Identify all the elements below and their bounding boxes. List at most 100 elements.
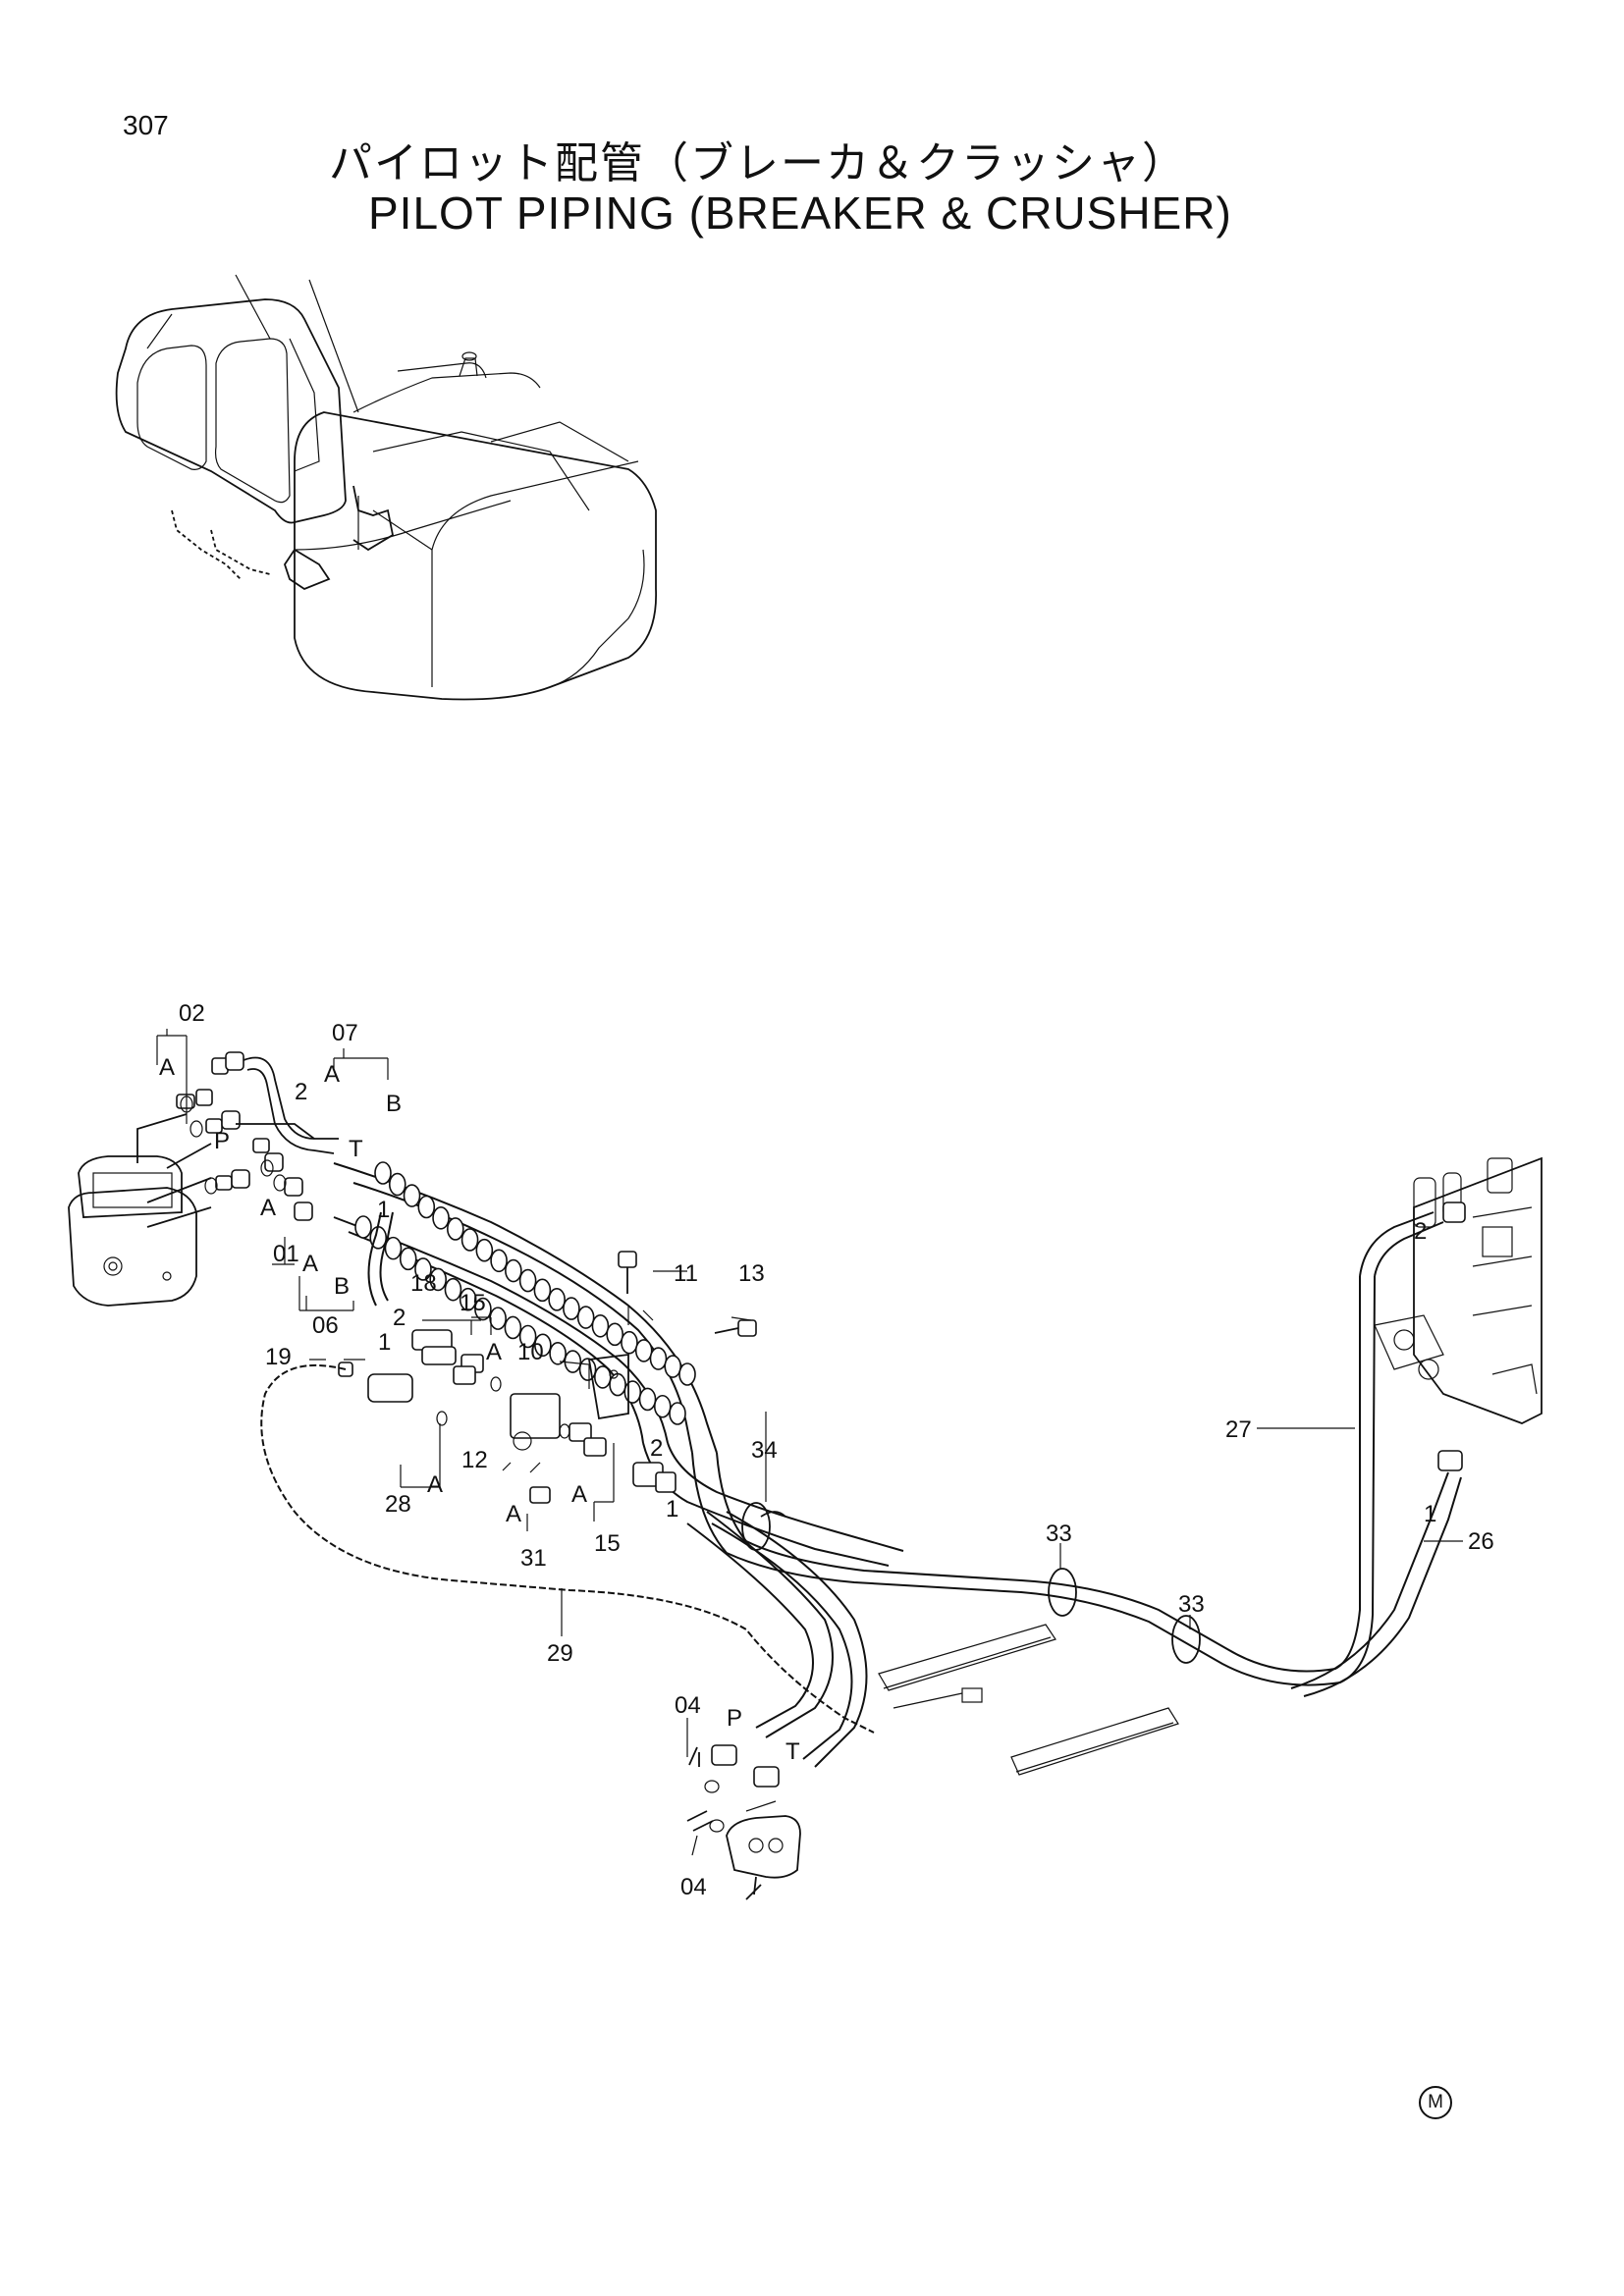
- hose-rib: [534, 1333, 552, 1358]
- label-1-1: 1: [377, 1197, 390, 1223]
- long-hoses: [642, 1211, 1462, 1768]
- hose-rib: [429, 1267, 447, 1292]
- label-06: 06: [312, 1312, 339, 1339]
- title-japanese: パイロット配管（ブレーカ＆クラッシャ）: [329, 138, 1187, 188]
- label-1-2: 1: [378, 1329, 391, 1356]
- hose-rib: [649, 1347, 668, 1370]
- label-33-right: 33: [1178, 1591, 1205, 1618]
- valve-fittings: [136, 1051, 339, 1228]
- hose-rib: [489, 1307, 507, 1330]
- label-A-1: A: [159, 1054, 175, 1081]
- label-11: 11: [674, 1260, 698, 1287]
- label-33-left: 33: [1046, 1521, 1072, 1547]
- hose-rib: [664, 1355, 682, 1378]
- pilot-valve: [68, 1155, 197, 1307]
- label-04-bottom: 04: [680, 1874, 707, 1900]
- hose-rib: [638, 1387, 657, 1412]
- hose-ribs-upper: [374, 1161, 696, 1386]
- label-07: 07: [332, 1020, 358, 1046]
- hose-rib: [678, 1362, 696, 1386]
- label-26: 26: [1468, 1528, 1494, 1555]
- hose-rib: [459, 1287, 477, 1311]
- label-01: 01: [273, 1241, 299, 1267]
- part-labels: 02 A 07 A B 2 T P A 01 A B 06 1 19 18 2 …: [159, 1000, 1494, 1900]
- copyright-mark: M: [1419, 2086, 1452, 2119]
- hose-rib: [399, 1247, 417, 1271]
- label-T-2: T: [785, 1738, 800, 1765]
- clamps: [741, 1502, 1201, 1664]
- label-2-4: 2: [1414, 1218, 1427, 1245]
- label-B-1: B: [386, 1091, 402, 1117]
- label-15-bottom: 15: [594, 1530, 621, 1557]
- hose-rib: [564, 1350, 582, 1373]
- hose-rib: [669, 1402, 686, 1425]
- hose-rib: [388, 1172, 406, 1197]
- lower-valve: [686, 1744, 801, 1900]
- hose-rib: [609, 1372, 626, 1397]
- label-19: 19: [265, 1344, 292, 1370]
- hose-rib: [505, 1258, 522, 1283]
- hose-rib: [533, 1278, 552, 1303]
- label-A-4: A: [302, 1251, 318, 1277]
- hose-rib: [403, 1184, 421, 1207]
- label-2-3: 2: [650, 1435, 663, 1462]
- label-P-2: P: [727, 1705, 742, 1732]
- label-P-1: P: [214, 1128, 230, 1154]
- hose-rib: [549, 1341, 567, 1365]
- hose-rib: [475, 1238, 494, 1262]
- hose-ribs-lower: [354, 1215, 686, 1425]
- label-B-2: B: [334, 1273, 350, 1300]
- control-valve: [1374, 1156, 1543, 1471]
- excavator-overview: [115, 274, 657, 701]
- hose-rib: [384, 1236, 403, 1260]
- hose-rib: [518, 1324, 537, 1349]
- hose-rib: [623, 1380, 642, 1404]
- label-T-1: T: [349, 1136, 363, 1162]
- label-29: 29: [547, 1640, 573, 1667]
- label-02: 02: [179, 1000, 205, 1027]
- label-31: 31: [520, 1545, 547, 1572]
- hose-rib: [518, 1268, 537, 1293]
- hose-rib: [374, 1161, 392, 1185]
- page-number: 307: [123, 110, 169, 140]
- hose-rib: [606, 1322, 623, 1347]
- hose-rib: [548, 1288, 566, 1311]
- label-12: 12: [461, 1447, 488, 1473]
- hose-rib: [417, 1195, 436, 1219]
- label-04-top: 04: [675, 1692, 701, 1719]
- hose-rib: [460, 1228, 479, 1252]
- leader-lines: [156, 1029, 1463, 1856]
- label-10: 10: [517, 1339, 544, 1365]
- label-15-top: 15: [460, 1290, 486, 1316]
- label-A-2: A: [324, 1061, 340, 1088]
- hose-rib: [591, 1314, 610, 1338]
- label-34: 34: [751, 1437, 778, 1464]
- label-27: 27: [1225, 1416, 1252, 1443]
- hose-rib: [414, 1257, 432, 1281]
- label-A-7: A: [506, 1501, 521, 1527]
- label-2-1: 2: [295, 1079, 307, 1105]
- label-1-3: 1: [666, 1496, 678, 1522]
- hose-rib: [594, 1365, 612, 1389]
- label-2-2: 2: [393, 1305, 406, 1331]
- hose-rib: [490, 1249, 508, 1273]
- middle-fittings: [260, 1211, 875, 1734]
- hose-rib: [634, 1339, 653, 1362]
- hose-rib: [563, 1297, 580, 1320]
- label-28: 28: [385, 1491, 411, 1518]
- hose-rib: [444, 1277, 462, 1302]
- frame-rails: [878, 1624, 1179, 1776]
- hose-rib: [504, 1315, 522, 1340]
- hose-rib: [621, 1330, 638, 1355]
- hose-rib: [432, 1206, 450, 1230]
- hose-rib: [576, 1306, 595, 1329]
- hose-rib: [447, 1217, 464, 1241]
- hose-rib: [354, 1215, 372, 1239]
- label-A-3: A: [260, 1195, 276, 1221]
- label-18: 18: [410, 1270, 437, 1297]
- label-A-5: A: [486, 1339, 502, 1365]
- title-english: PILOT PIPING (BREAKER & CRUSHER): [368, 187, 1232, 239]
- hose-rib: [653, 1394, 672, 1418]
- label-A-6: A: [427, 1471, 443, 1498]
